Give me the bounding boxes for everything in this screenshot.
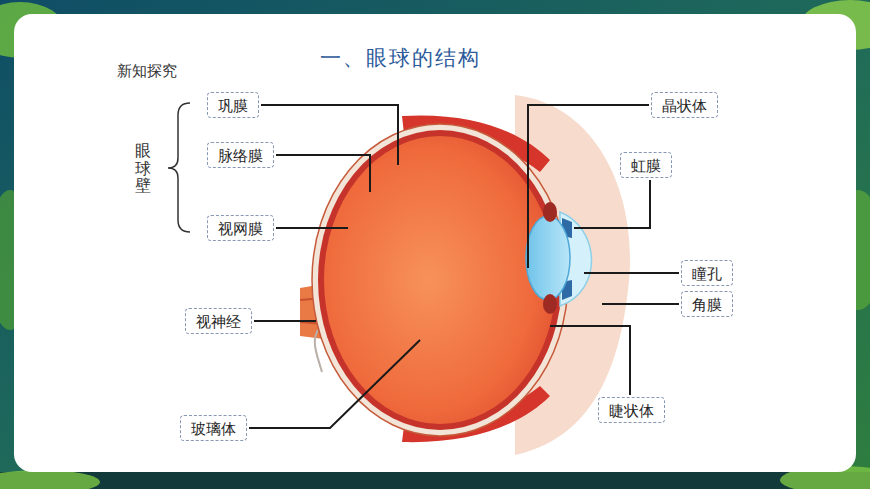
part-name: 巩膜 xyxy=(218,97,248,115)
part-name: 晶状体 xyxy=(662,97,707,115)
part-name: 视网膜 xyxy=(218,220,263,238)
label-box: 脉络膜 xyxy=(207,142,274,168)
leader-line xyxy=(528,105,649,268)
part-name: 睫状体 xyxy=(609,402,654,420)
ciliary-body xyxy=(543,202,557,222)
leader-line xyxy=(574,180,650,228)
leader-line xyxy=(550,326,630,395)
label-box: 视网膜 xyxy=(207,215,274,241)
label-box: 巩膜 xyxy=(207,92,259,118)
leader-line xyxy=(249,340,420,428)
part-name: 脉络膜 xyxy=(218,147,263,165)
part-name: 瞳孔 xyxy=(692,265,722,283)
label-box: 角膜 xyxy=(681,291,733,317)
bottom-strip xyxy=(0,472,870,489)
lens xyxy=(526,216,570,300)
label-box: 瞳孔 xyxy=(681,260,733,286)
part-name: 视神经 xyxy=(196,313,241,331)
bracket xyxy=(168,103,190,232)
label-box: 玻璃体 xyxy=(180,415,247,441)
part-name: 虹膜 xyxy=(631,157,661,175)
label-box: 晶状体 xyxy=(651,92,718,118)
label-box: 虹膜 xyxy=(620,152,672,178)
part-name: 玻璃体 xyxy=(191,420,236,438)
retina-vitreous xyxy=(324,136,556,424)
label-box: 视神经 xyxy=(185,308,252,334)
leader-line xyxy=(602,303,679,305)
leader-line xyxy=(254,320,316,322)
label-box: 睫状体 xyxy=(598,397,665,423)
leader-line xyxy=(276,227,348,229)
leader-line xyxy=(276,155,370,192)
content-panel xyxy=(14,14,856,472)
choroid xyxy=(318,130,562,430)
slide-title: 一、眼球的结构 xyxy=(320,44,481,72)
section-label: 新知探究 xyxy=(117,62,177,81)
ciliary-body xyxy=(543,294,557,314)
group-label: 眼球壁 xyxy=(135,142,151,195)
leader-line xyxy=(584,272,679,274)
part-name: 角膜 xyxy=(692,296,722,314)
leaf xyxy=(0,470,100,489)
